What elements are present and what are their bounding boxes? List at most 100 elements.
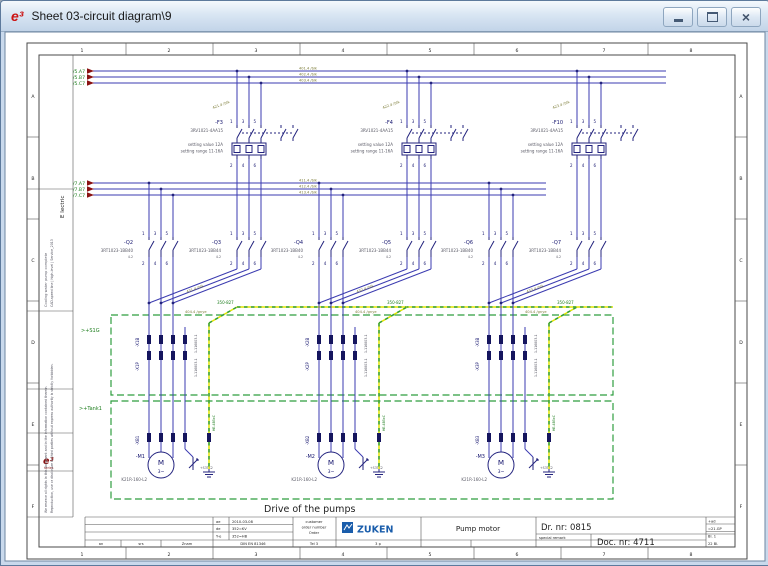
terminal-numbers: 1 3 5 [570,119,596,124]
motor-part: K21R-160-L2 [461,477,487,482]
svg-text:3: 3 [255,48,258,54]
contactor-part: 3RT1023-1BB40 [441,248,474,253]
contactor-part: 3RT1023-1BB40 [101,248,134,253]
pe-wire [208,306,238,469]
svg-text:7: 7 [603,48,606,54]
pe-wire [548,306,578,469]
contactor-ref: 4.2 [468,255,473,259]
source-arrow-icon [87,180,94,186]
bus-ref: /5.C7 [73,81,85,87]
margin-legal-2: Reproduction, use or disclosure to third… [50,363,54,513]
meta-value: 352=KV [232,527,247,531]
motor-phase: 3~ [328,469,335,475]
motor-branch-2: 1 3 5 2 4 6 -F4 3RV1021-4AA15 setting va… [271,69,469,482]
terminal-numbers: 2 4 6 [400,261,426,266]
svg-text:E: E [740,422,743,428]
svg-text:C: C [739,258,742,264]
source-arrow-icon [87,74,94,80]
wire-label: 431.4 /blk [186,284,205,294]
breaker-part: 3RV1021-4AA15 [360,128,393,133]
minimize-icon [673,19,683,22]
svg-text:3: 3 [255,552,258,558]
svg-text:B: B [739,176,742,182]
bottom-cell: Tel 3 [309,542,318,546]
wire-label: 423.4 /blk [552,100,571,110]
bus-ref: /7.C7 [73,193,85,199]
title-bar[interactable]: e³ Sheet 03-circuit diagram\9 [1,1,768,32]
contactor-name: -Q4 [294,240,303,246]
minimize-button[interactable] [663,7,693,27]
pe-cable-label: HE-4B5xC [212,414,216,431]
meta-label: ae [216,520,221,524]
source-arrow-icon [87,80,94,86]
motor-part: K21R-160-L2 [121,477,147,482]
title-block: ae de Y-e 2010-03-08 352=KV 352=HB custo… [84,516,735,548]
connector-name: -XB2 [305,435,310,445]
breaker-name: -F10 [552,120,563,126]
pe-cable-label: HE-4B5xC [382,414,386,431]
location-box-s1g [110,314,614,396]
breaker-setting-range: setting range 11-16A [181,149,224,154]
pe-wire-label: 404.4 /gnye [355,310,377,314]
bottom-cell: DIN EN 81346 [240,542,266,546]
special-remark-label: special remark [539,536,566,540]
terminal-numbers: 2 4 6 [482,261,508,266]
terminal-numbers: 2 4 6 [230,163,256,168]
contactor-ref: 4.2 [298,255,303,259]
location-eq-cell: =21.GP [708,527,723,531]
svg-text:D: D [31,340,35,346]
connector-part: 1-116803-1 [194,358,198,377]
bus-ref: /5.B7 [73,75,85,81]
connector-part: 1-116803-1 [534,358,538,377]
motor-phase: 3~ [158,469,165,475]
contactor-ref: 4.2 [386,255,391,259]
terminal-numbers: 2 4 6 [230,261,256,266]
svg-text:F: F [32,504,35,510]
restore-button[interactable] [697,7,727,27]
bus-ref: /5.A7 [73,69,85,75]
margin-plant-label: E lectric [60,195,66,218]
source-arrow-icon [87,186,94,192]
terminal-numbers: 1 3 5 [312,231,338,236]
svg-text:A: A [31,94,35,100]
wire-label: 413.4 /blk [299,191,318,195]
meta-label: de [216,527,221,531]
connector-part: 1-116803-1 [194,334,198,353]
motor-phase: 3~ [498,469,505,475]
margin-info-2: CAD-speed line | high-level | Service_20… [50,239,54,307]
breaker-setting-range: setting range 11-16A [521,149,564,154]
terminal-numbers: 1 3 5 [142,231,168,236]
motor-name: -M2 [306,454,315,460]
window-title: Sheet 03-circuit diagram\9 [31,9,172,23]
bottom-cell: srs [138,542,143,546]
contactor-name: -Q3 [212,240,221,246]
terminal-numbers: 1 3 5 [230,119,256,124]
bus-ref: /7.A7 [73,181,85,187]
wire-label: 422.4 /blk [382,100,401,110]
connector-name: -X2P [305,361,310,371]
terminal-numbers: 2 4 6 [400,163,426,168]
customer-line: order number [302,526,327,530]
breaker-part: 3RV1021-4AA15 [190,128,223,133]
contactor-ref: 4.2 [556,255,561,259]
svg-text:F: F [740,504,743,510]
drawing-canvas [4,31,766,562]
close-button[interactable] [731,7,761,27]
motor-letter: M [498,458,504,467]
motor-letter: M [158,458,164,467]
contactor-ref: 4.2 [216,255,221,259]
margin-info-1: Cooling water pump complete [44,252,48,307]
restore-icon [706,12,718,22]
bottom-cell: 3 p [375,542,381,546]
svg-text:6: 6 [516,552,519,558]
bus-ref: /7.B7 [73,187,85,193]
contactor-part: 3RT1023-1BB44 [189,248,222,253]
terminal-numbers: 2 4 6 [570,163,596,168]
zuken-logo-text: ZUKEN [357,525,393,536]
connector-name: -X3B [475,337,480,347]
